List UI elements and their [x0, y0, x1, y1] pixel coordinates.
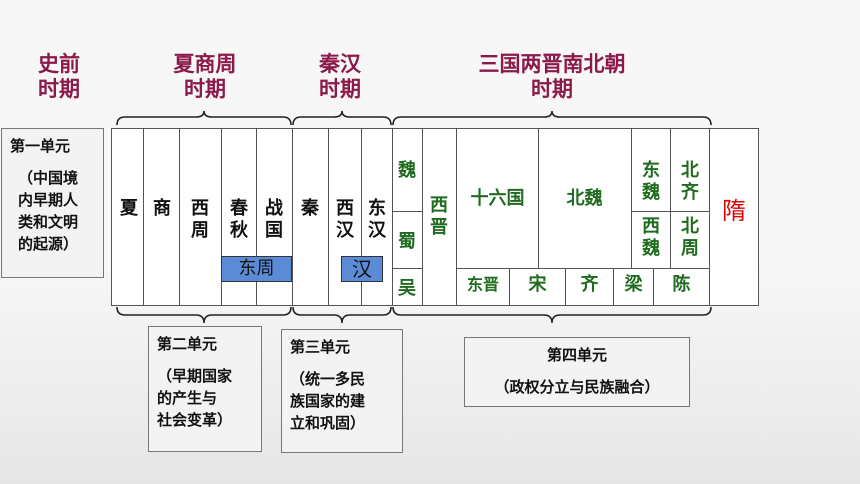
dynasty-eastern-han: 东 汉: [368, 198, 386, 241]
bottom-brace-unit-2: [116, 306, 292, 324]
dynasty-eastern-jin: 东晋: [466, 275, 499, 294]
dynasty-shang: 商: [153, 198, 171, 219]
period-heading-prehistoric: 史前 时期: [38, 52, 80, 101]
tag-eastern-zhou: 东周: [221, 256, 292, 282]
unit-title: 第一单元: [10, 137, 71, 155]
bottom-brace-unit-4: [392, 306, 712, 324]
unit-box-2: 第二单元 （早期国家 的产生与 社会变革）: [148, 326, 262, 452]
top-brace-qin-han: [292, 110, 392, 126]
dynasty-qin: 秦: [301, 198, 319, 219]
dynasty-warring-states: 战 国: [265, 198, 283, 241]
dynasty-sui: 隋: [722, 197, 746, 225]
dynasty-northern-zhou: 北 周: [681, 216, 699, 259]
dynasty-eastern-wei: 东 魏: [642, 160, 660, 203]
unit-title: 第四单元: [546, 346, 607, 364]
dynasty-liang: 梁: [624, 274, 643, 295]
unit-box-1: 第一单元 （中国境 内早期人 类和文明 的起源）: [1, 128, 104, 278]
unit-description: （早期国家 的产生与 社会变革）: [157, 367, 233, 429]
unit-title: 第三单元: [290, 338, 351, 356]
dynasty-western-han: 西 汉: [336, 198, 354, 241]
unit-description: （中国境 内早期人 类和文明 的起源）: [18, 169, 79, 253]
dynasty-song: 宋: [528, 274, 547, 295]
dynasty-wei: 魏: [398, 160, 416, 181]
bottom-brace-unit-3: [292, 306, 392, 324]
dynasty-qi: 齐: [580, 274, 599, 295]
dynasty-western-zhou: 西 周: [191, 198, 209, 241]
dynasty-northern-qi: 北 齐: [681, 160, 699, 203]
period-heading-three-kingdoms: 三国两晋南北朝 时期: [478, 52, 626, 101]
dynasty-xia: 夏: [120, 198, 138, 219]
table-frame: [111, 128, 759, 306]
dynasty-sixteen-kingdoms: 十六国: [470, 188, 525, 209]
dynasty-western-jin: 西 晋: [430, 195, 448, 238]
unit-description: （政权分立与民族融合）: [494, 378, 660, 396]
dynasty-shu: 蜀: [398, 231, 416, 252]
unit-title: 第二单元: [157, 335, 218, 353]
tag-han: 汉: [341, 256, 383, 282]
period-heading-qin-han: 秦汉 时期: [319, 52, 361, 101]
period-heading-xia-shang-zhou: 夏商周 时期: [173, 52, 237, 101]
dynasty-northern-wei: 北魏: [566, 188, 603, 209]
unit-description: （统一多民 族国家的建 立和巩固）: [290, 370, 366, 432]
dynasty-wu: 吴: [398, 278, 416, 299]
top-brace-three-kingdoms: [392, 110, 712, 126]
top-brace-xia-shang-zhou: [116, 110, 292, 126]
dynasty-chen: 陈: [672, 274, 691, 295]
unit-box-4: 第四单元 （政权分立与民族融合）: [464, 337, 690, 407]
unit-box-3: 第三单元 （统一多民 族国家的建 立和巩固）: [281, 329, 403, 453]
dynasty-spring-autumn: 春 秋: [230, 198, 248, 241]
dynasty-western-wei: 西 魏: [642, 216, 660, 259]
